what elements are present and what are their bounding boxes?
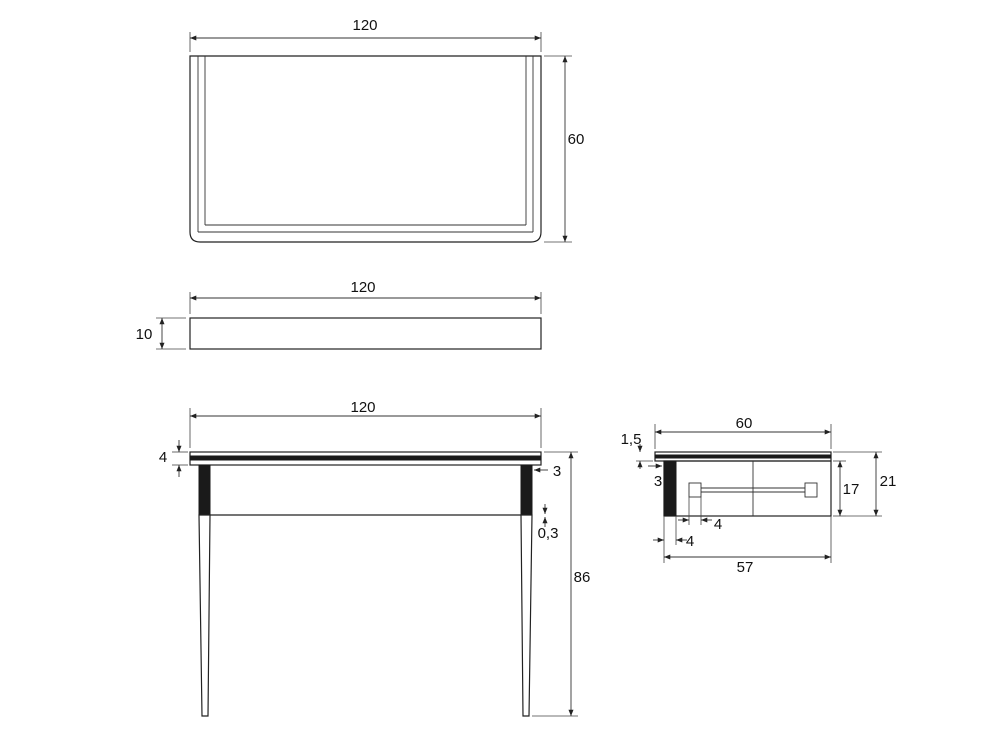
side-handle-offset-label: 4 xyxy=(714,516,722,533)
front-apron-label: 3 xyxy=(553,463,561,480)
side-leg xyxy=(663,460,677,517)
front-view: 120 4 3 0,3 86 xyxy=(159,399,591,717)
side-handle-left-mount xyxy=(688,482,702,498)
front-right-leg-cap xyxy=(520,464,533,516)
side-inner-width-label: 57 xyxy=(737,559,754,576)
side-width-label: 60 xyxy=(736,415,753,432)
side-table-top-band xyxy=(654,454,832,459)
top-view-width-label: 120 xyxy=(352,17,377,34)
front-gap-label: 0,3 xyxy=(538,525,559,542)
front-table-top-band xyxy=(189,455,542,461)
top-panel-outline xyxy=(189,317,542,350)
side-total-height-label: 21 xyxy=(880,473,897,490)
top-panel-view: 120 10 xyxy=(136,279,542,350)
front-width-label: 120 xyxy=(350,399,375,416)
top-panel-width-label: 120 xyxy=(350,279,375,296)
front-right-leg xyxy=(520,514,533,717)
side-drawer-height-label: 17 xyxy=(843,481,860,498)
side-leg-width-label: 4 xyxy=(686,533,694,550)
top-view-outline xyxy=(189,55,542,243)
top-view: 120 60 xyxy=(189,17,585,243)
front-left-leg-cap xyxy=(198,464,211,516)
front-top-thickness-label: 4 xyxy=(159,449,167,466)
top-panel-height-label: 10 xyxy=(136,326,153,343)
side-top-thickness-label: 1,5 xyxy=(621,431,642,448)
top-view-depth-label: 60 xyxy=(568,131,585,148)
front-height-label: 86 xyxy=(574,569,591,586)
side-view: 60 1,5 3 17 21 4 4 57 xyxy=(621,415,897,576)
side-handle-right-mount xyxy=(804,482,818,498)
side-inset-label: 3 xyxy=(654,473,662,490)
front-left-leg xyxy=(198,514,211,717)
